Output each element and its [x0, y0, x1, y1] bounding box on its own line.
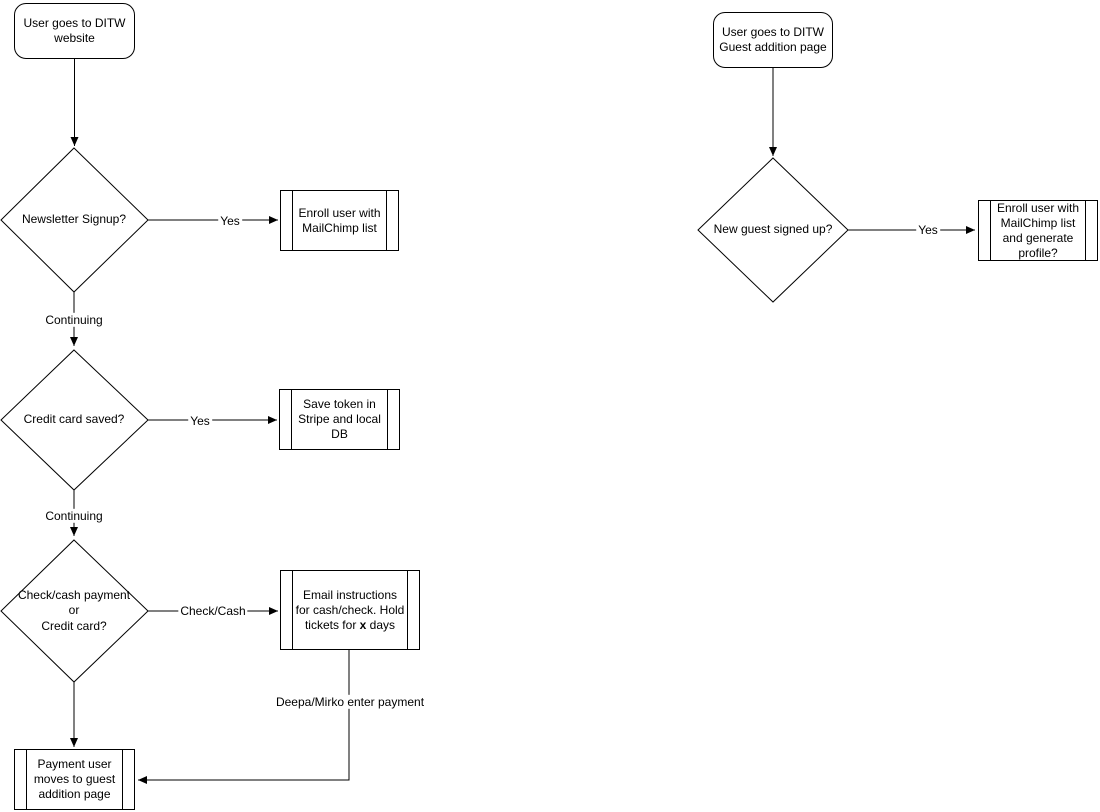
node-save-token-label: Save token in Stripe and local DB — [298, 397, 381, 441]
email-instructions-bold-x: x — [359, 617, 367, 632]
node-payment-user-guest-page: Payment user moves to guest addition pag… — [14, 749, 135, 810]
node-save-token: Save token in Stripe and local DB — [279, 389, 400, 450]
diamond-newsletter-signup — [0, 147, 149, 293]
diamond-new-guest-signed-up — [697, 157, 849, 303]
node-enroll-mailchimp: Enroll user with MailChimp list — [280, 190, 399, 251]
email-instructions-days: days — [366, 617, 396, 632]
node-enroll-generate-profile-label: Enroll user with MailChimp list and gene… — [996, 200, 1080, 260]
node-start-guest-page-label: User goes to DITW Guest addition page — [719, 25, 827, 54]
diamond-credit-card-saved — [0, 349, 149, 491]
edge-label-yes-2: Yes — [188, 413, 212, 429]
node-payment-user-guest-page-label: Payment user moves to guest addition pag… — [33, 757, 116, 801]
edge-label-continuing-1: Continuing — [43, 312, 105, 328]
edge-label-deepa-mirko: Deepa/Mirko enter payment — [273, 694, 427, 710]
edge-label-yes-right: Yes — [916, 222, 940, 238]
node-start-website: User goes to DITW website — [14, 3, 135, 59]
node-email-instructions: Email instructions for cash/check. Hold … — [280, 570, 420, 650]
edge-label-continuing-2: Continuing — [43, 508, 105, 524]
node-enroll-generate-profile: Enroll user with MailChimp list and gene… — [978, 200, 1098, 261]
edge-label-yes-1: Yes — [218, 213, 242, 229]
diamond-check-cash-or-credit — [0, 539, 149, 683]
node-email-instructions-label: Email instructions for cash/check. Hold … — [296, 588, 405, 633]
node-enroll-mailchimp-label: Enroll user with MailChimp list — [298, 205, 381, 235]
node-start-website-label: User goes to DITW website — [23, 16, 126, 45]
edge-label-check-cash: Check/Cash — [178, 603, 248, 619]
right-flow-edges — [769, 68, 975, 234]
node-start-guest-page: User goes to DITW Guest addition page — [713, 12, 833, 68]
decision-shapes — [0, 147, 849, 683]
edge-email-to-end — [138, 650, 350, 784]
email-instructions-text: Email instructions for cash/check. Hold … — [295, 587, 405, 632]
